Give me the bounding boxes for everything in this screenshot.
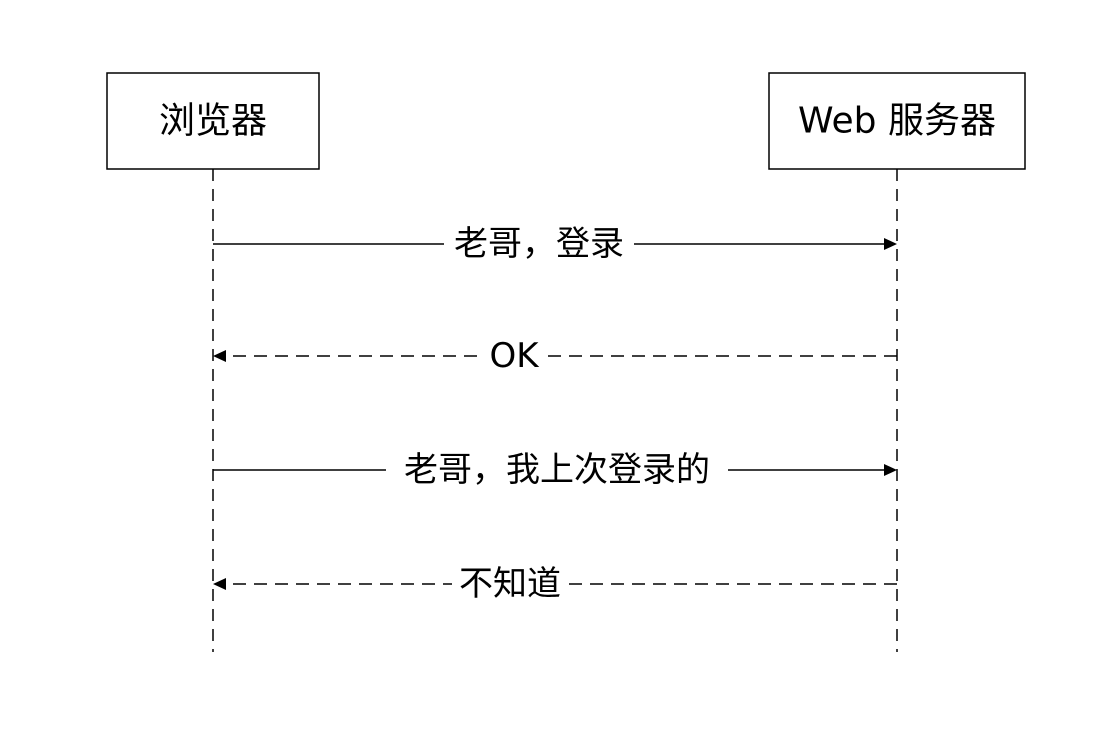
message-1-label: 老哥，登录: [454, 224, 624, 264]
message-4: 不知道: [213, 564, 897, 604]
message-2: OK: [213, 336, 897, 376]
participant-web-server-label: Web 服务器: [798, 101, 996, 142]
message-3-label: 老哥，我上次登录的: [404, 450, 710, 490]
message-4-arrowhead: [213, 578, 226, 590]
participant-web-server: Web 服务器: [768, 72, 1026, 170]
message-1-arrowhead: [884, 238, 897, 250]
message-4-label: 不知道: [459, 564, 561, 604]
message-2-label: OK: [489, 336, 540, 376]
message-1: 老哥，登录: [213, 224, 897, 264]
participant-browser: 浏览器: [106, 72, 320, 170]
message-2-arrowhead: [213, 350, 226, 362]
message-3-label-bg: [386, 450, 728, 490]
participant-browser-label: 浏览器: [159, 101, 267, 142]
participant-browser-box: [106, 72, 320, 170]
participant-web-server-box: [768, 72, 1026, 170]
message-4-label-bg: [452, 564, 568, 604]
message-2-label-bg: [484, 336, 544, 376]
message-3-arrowhead: [884, 464, 897, 476]
message-3: 老哥，我上次登录的: [213, 450, 897, 490]
message-1-label-bg: [444, 224, 634, 264]
